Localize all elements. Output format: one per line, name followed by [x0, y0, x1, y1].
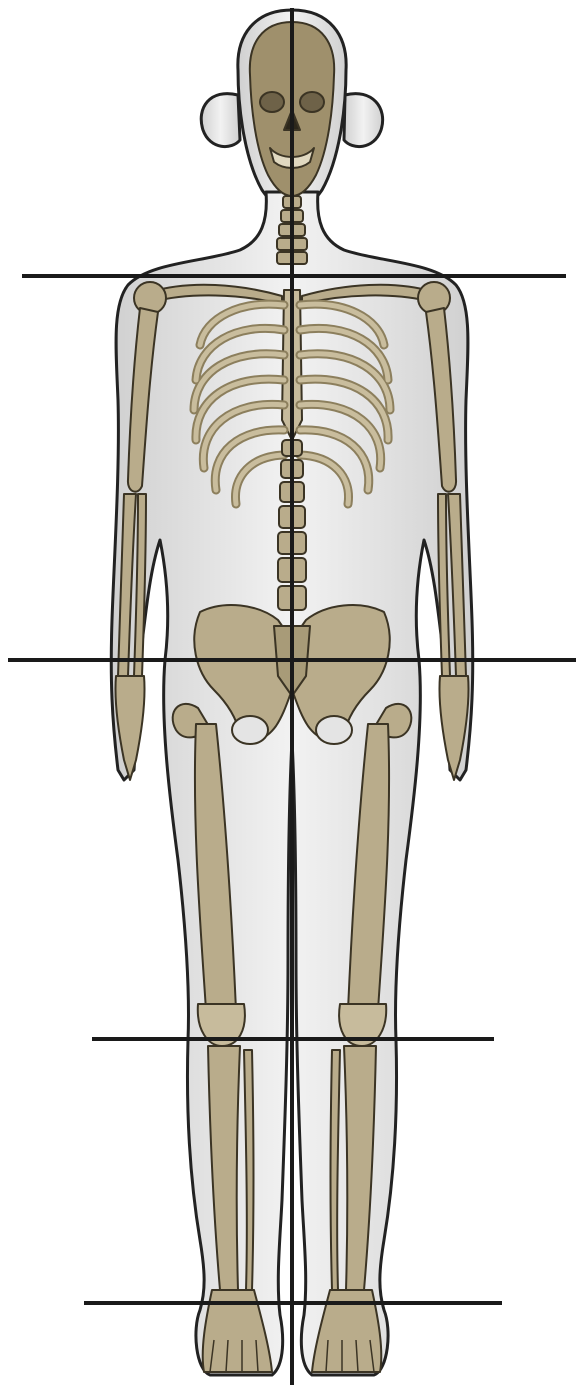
- left-obturator: [232, 716, 268, 744]
- left-ear: [201, 94, 240, 147]
- right-obturator: [316, 716, 352, 744]
- left-eye-socket: [260, 92, 284, 112]
- right-ear: [344, 94, 383, 147]
- right-eye-socket: [300, 92, 324, 112]
- reference-lines: [8, 8, 576, 1385]
